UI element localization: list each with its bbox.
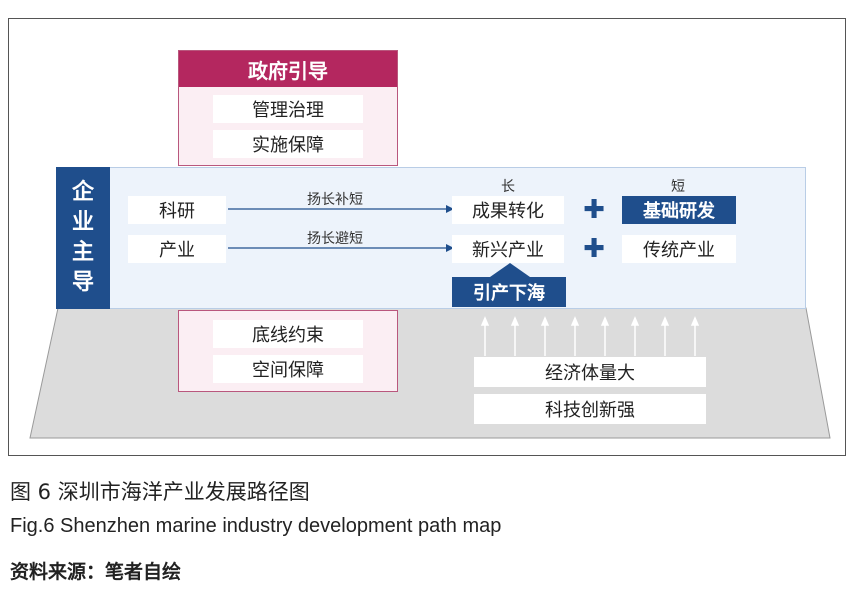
figure-caption-en: Fig.6 Shenzhen marine industry developme… — [10, 515, 502, 537]
emerging-industry-cell: 新兴产业 — [452, 235, 564, 263]
figure-frame — [8, 18, 846, 456]
side-char-3: 主 — [71, 240, 94, 265]
government-block: 政府引导 管理治理 实施保障 — [178, 50, 398, 166]
government-item-guarantee: 实施保障 — [213, 130, 363, 158]
up-arrow-icon — [490, 263, 530, 277]
side-char-1: 企 — [71, 180, 94, 205]
side-char-2: 业 — [71, 210, 94, 235]
research-cell: 科研 — [128, 196, 226, 224]
government-title: 政府引导 — [179, 51, 397, 87]
constraint-block: 底线约束 空间保障 — [178, 310, 398, 392]
figure-source: 资料来源：笔者自绘 — [10, 561, 182, 583]
short-label: 短 — [671, 179, 685, 195]
plus-icon: ✚ — [583, 234, 605, 264]
long-label: 长 — [501, 179, 515, 195]
plus-icon: ✚ — [583, 195, 605, 225]
arrow-research-to-transform — [228, 205, 454, 213]
tech-innovation-cell: 科技创新强 — [474, 394, 706, 424]
industry-cell: 产业 — [128, 235, 226, 263]
constraint-item-space: 空间保障 — [213, 355, 363, 383]
enterprise-side-label: 企 业 主 导 — [56, 167, 110, 309]
constraint-item-bottom-line: 底线约束 — [213, 320, 363, 348]
traditional-industry-cell: 传统产业 — [622, 235, 736, 263]
industry-to-sea-cell: 引产下海 — [452, 277, 566, 307]
upward-arrows — [480, 316, 700, 356]
arrow-industry-to-emerging — [228, 244, 454, 252]
arrow-label-avoid: 扬长避短 — [307, 231, 363, 247]
government-item-management: 管理治理 — [213, 95, 363, 123]
economy-scale-cell: 经济体量大 — [474, 357, 706, 387]
basic-rd-cell: 基础研发 — [622, 196, 736, 224]
achievement-transform-cell: 成果转化 — [452, 196, 564, 224]
figure-caption-zh: 图 6 深圳市海洋产业发展路径图 — [10, 480, 310, 504]
side-char-4: 导 — [71, 270, 94, 295]
arrow-label-complement: 扬长补短 — [307, 192, 363, 208]
